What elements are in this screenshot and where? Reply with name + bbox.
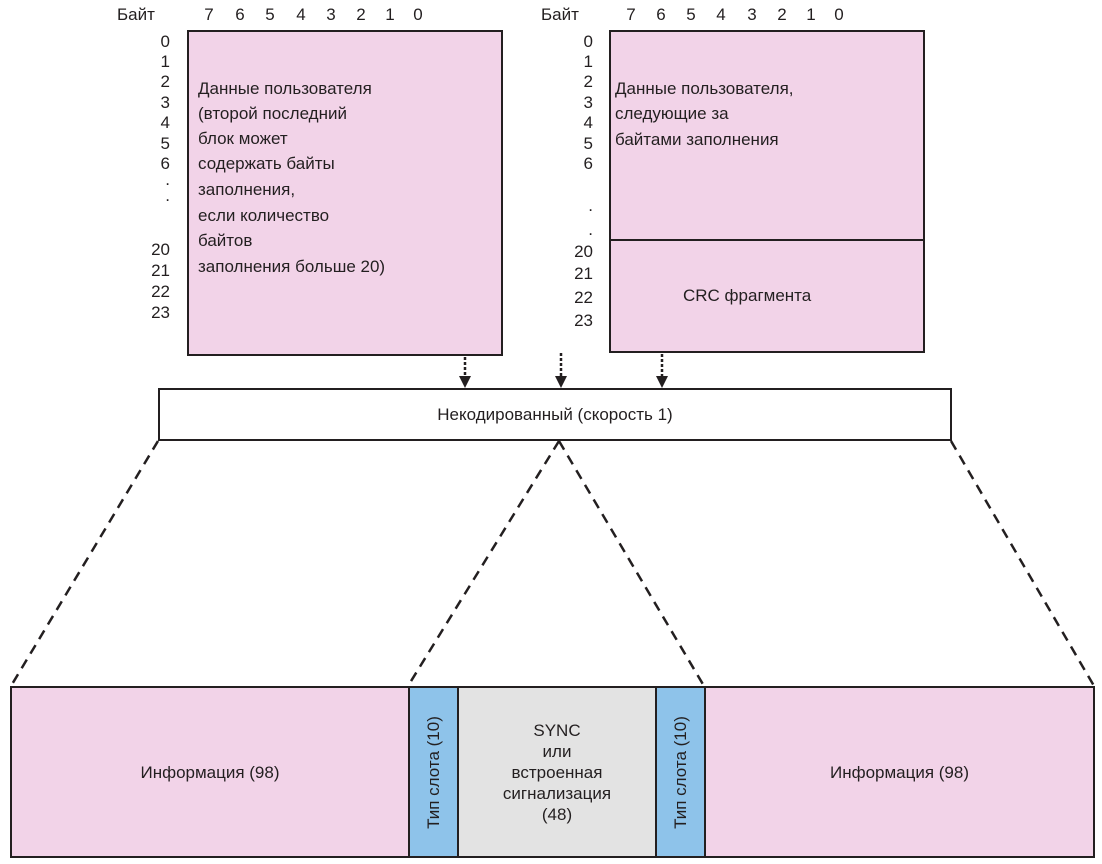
bit-label: 5: [265, 5, 275, 24]
dashed-line-center-left: [406, 440, 561, 687]
sync-line: или: [542, 741, 572, 761]
text-line: заполнения,: [198, 180, 296, 199]
slot-type-right-segment: Тип слота (10): [655, 686, 706, 858]
text-line: Данные пользователя: [198, 79, 372, 98]
text-line: (второй последний: [198, 104, 347, 123]
right-byte-header: Байт: [541, 5, 579, 24]
row-label: 21: [574, 264, 593, 283]
text-line: байтов: [198, 231, 253, 250]
crc-label: CRC фрагмента: [683, 286, 812, 305]
crc-divider: [609, 239, 925, 241]
bit-label: 5: [686, 5, 696, 24]
bit-label: 0: [413, 5, 423, 24]
left-byte-header: Байт: [117, 5, 155, 24]
bit-label: 1: [385, 5, 395, 24]
text-line: блок может: [198, 129, 288, 148]
dashed-line-left: [9, 440, 160, 687]
left-bit-labels: 7 6 5 4 3 2 1 0: [0, 4, 1102, 26]
info-right-segment: Информация (98): [704, 686, 1095, 858]
row-label: 23: [151, 303, 170, 322]
row-label: 3: [583, 93, 593, 112]
info-left-segment: Информация (98): [10, 686, 410, 858]
row-label: 2: [160, 72, 170, 91]
row-label: 1: [583, 52, 593, 71]
bit-label: 0: [834, 5, 844, 24]
bit-label: 2: [356, 5, 366, 24]
dashed-line-right: [949, 440, 1096, 687]
right-bit-labels: 7 6 5 4 3 2 1 0: [0, 4, 1102, 26]
row-label: 3: [160, 93, 170, 112]
row-label: 6: [583, 154, 593, 173]
row-label: 4: [583, 113, 593, 132]
sync-line: (48): [541, 804, 573, 824]
sync-line: SYNC: [533, 720, 581, 740]
row-label: .: [165, 186, 170, 205]
dashed-line-center-right: [557, 440, 706, 687]
row-label: 2: [583, 72, 593, 91]
row-label: 1: [160, 52, 170, 71]
uncoded-label: Некодированный (скорость 1): [437, 404, 673, 424]
right-user-data-block: [609, 30, 925, 353]
left-user-data-block: [187, 30, 503, 356]
row-label: 22: [574, 288, 593, 307]
row-label: 21: [151, 261, 170, 280]
row-label: 20: [151, 240, 170, 259]
arrow-left-head: [459, 376, 471, 388]
row-label: 23: [574, 311, 593, 330]
sync-segment: SYNC или встроенная сигнализация (48): [457, 686, 657, 858]
row-label: .: [165, 170, 170, 189]
text-line: Данные пользователя,: [615, 79, 794, 98]
bit-label: 7: [626, 5, 636, 24]
text-line: следующие за: [615, 104, 729, 123]
text-line: байтами заполнения: [615, 130, 779, 149]
bit-label: 4: [296, 5, 306, 24]
bit-label: 1: [806, 5, 816, 24]
text-line: если количество: [198, 206, 330, 225]
bit-label: 2: [777, 5, 787, 24]
arrow-right-head: [656, 376, 668, 388]
arrow-middle-head: [555, 376, 567, 388]
bit-label: 6: [656, 5, 666, 24]
sync-line: встроенная: [511, 762, 603, 782]
row-label: .: [588, 220, 593, 239]
bit-label: 6: [235, 5, 245, 24]
bit-label: 4: [716, 5, 726, 24]
row-label: 5: [583, 134, 593, 153]
info-left-label: Информация (98): [140, 762, 280, 782]
row-label: 0: [160, 32, 170, 51]
row-label: 4: [160, 113, 170, 132]
text-line: содержать байты: [198, 154, 335, 173]
info-right-label: Информация (98): [829, 762, 970, 782]
row-label: 22: [151, 282, 170, 301]
row-label: 6: [160, 154, 170, 173]
row-label: 0: [583, 32, 593, 51]
sync-line: сигнализация: [502, 783, 612, 803]
row-label: 5: [160, 134, 170, 153]
text-line: заполнения больше 20): [198, 257, 386, 276]
bit-label: 7: [204, 5, 214, 24]
sync-label: SYNC или встроенная сигнализация (48): [503, 720, 611, 825]
bit-label: 3: [747, 5, 757, 24]
row-label: .: [588, 196, 593, 215]
bit-label: 3: [326, 5, 336, 24]
row-label: 20: [574, 242, 593, 261]
uncoded-bar: Некодированный (скорость 1): [158, 388, 952, 441]
